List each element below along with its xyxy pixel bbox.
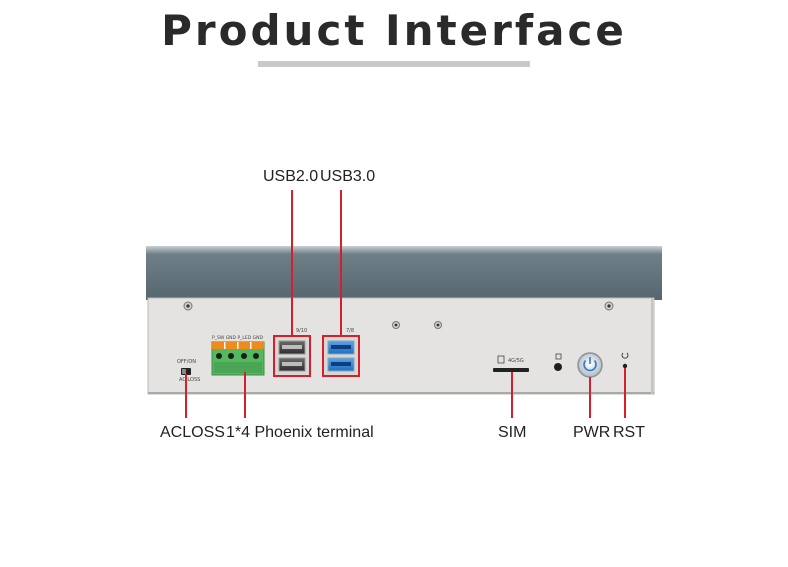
pwr-leader bbox=[589, 377, 591, 418]
terminal-pin-label: P_SW GND P_LED GND bbox=[212, 336, 263, 341]
page-title: Product Interface bbox=[161, 6, 627, 55]
phoenix-leader bbox=[244, 372, 246, 418]
usb3-port-label: 7/8 bbox=[346, 328, 355, 334]
screw-icon bbox=[183, 301, 193, 311]
sim-slot bbox=[493, 355, 529, 372]
usb2-port-label: 9/10 bbox=[296, 328, 308, 334]
acloss-label: ACLOSS bbox=[160, 424, 225, 441]
phoenix-label: 1*4 Phoenix terminal bbox=[226, 424, 374, 441]
sim-leader bbox=[511, 372, 513, 418]
usb2-label: USB2.0 bbox=[263, 168, 319, 185]
acloss-leader bbox=[185, 374, 187, 418]
usb3-label: USB3.0 bbox=[320, 168, 376, 185]
reset-button-icon bbox=[621, 352, 629, 369]
power-button-icon bbox=[577, 352, 603, 378]
title-underline bbox=[258, 61, 530, 67]
rst-leader bbox=[624, 368, 626, 418]
usb2-highlight bbox=[273, 335, 311, 377]
usb3-highlight bbox=[322, 335, 360, 377]
usb3-ports bbox=[324, 337, 358, 375]
pwr-label: PWR bbox=[573, 424, 611, 441]
usb2-ports bbox=[275, 337, 309, 375]
chassis-top bbox=[146, 246, 662, 300]
screw-icon bbox=[604, 301, 614, 311]
switch-label-top: OFF/ON bbox=[177, 359, 197, 365]
screw-icon bbox=[434, 321, 442, 329]
usb3-leader bbox=[340, 190, 342, 335]
rst-label: RST bbox=[613, 424, 645, 441]
phoenix-terminal bbox=[211, 341, 265, 376]
sim-port-label: 4G/5G bbox=[508, 358, 524, 364]
screw-icon bbox=[392, 321, 400, 329]
usb2-leader bbox=[291, 190, 293, 335]
sim-label: SIM bbox=[498, 424, 527, 441]
switch-label-bottom: AC LOSS bbox=[179, 377, 201, 383]
indicator-hole bbox=[554, 353, 562, 371]
